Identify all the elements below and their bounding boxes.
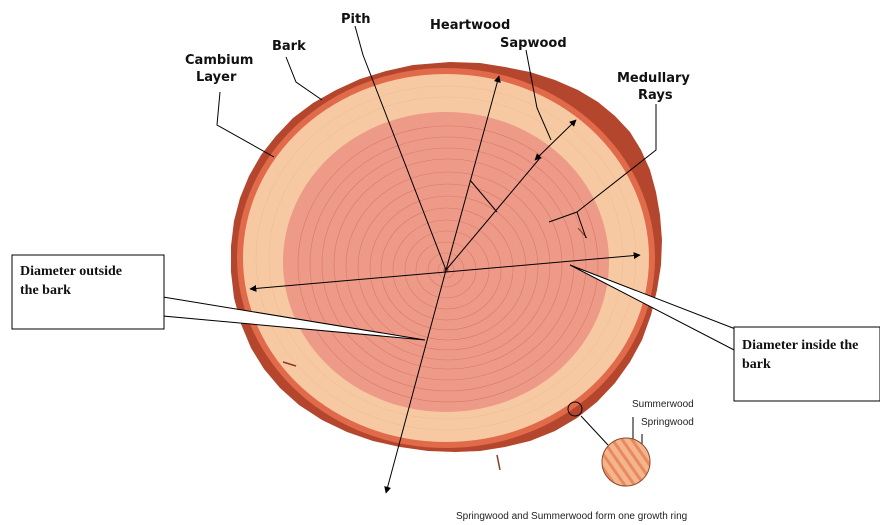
label-heartwood: Heartwood: [430, 18, 510, 33]
tree-trunk-cross-section: [231, 62, 662, 470]
label-bark: Bark: [272, 39, 306, 54]
bark-crack: [497, 455, 500, 470]
cambium-pointer: [217, 92, 274, 157]
growth-ring-magnified: [602, 438, 650, 486]
label-cambium-line2: Layer: [196, 70, 237, 85]
label-summerwood: Summerwood: [632, 399, 694, 410]
label-springwood: Springwood: [641, 417, 694, 428]
bark-pointer: [286, 57, 322, 100]
growth-ring-caption: Springwood and Summerwood form one growt…: [456, 511, 687, 522]
label-medullary-line2: Rays: [638, 88, 673, 103]
label-sapwood: Sapwood: [500, 36, 567, 51]
label-cambium-line1: Cambium: [185, 53, 253, 68]
label-diameter-outside-line1: Diameter outside: [20, 264, 122, 279]
label-medullary-line1: Medullary: [617, 71, 690, 86]
label-diameter-outside-line2: the bark: [20, 283, 71, 298]
magnifier-connector: [581, 416, 608, 445]
label-diameter-inside-line2: bark: [742, 357, 771, 372]
label-pith: Pith: [341, 12, 370, 27]
label-diameter-inside-line1: Diameter inside the: [742, 338, 858, 353]
